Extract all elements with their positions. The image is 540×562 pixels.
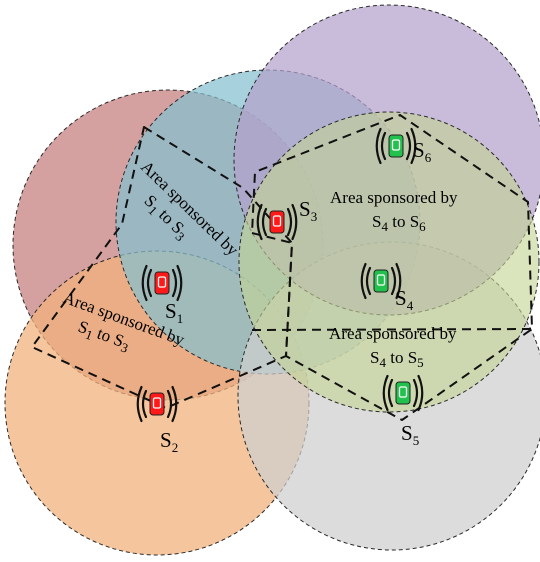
smartphone-wifi-icon (141, 264, 183, 302)
smartphone-wifi-icon (360, 262, 402, 300)
station-label-s3: S3 (299, 197, 317, 224)
station-label-s5: S5 (401, 421, 419, 448)
area-label-s4-s5: Area sponsored by S4 to S5 (329, 324, 461, 370)
sponsored-region-s4-s6 (251, 114, 533, 421)
area-label-s4-s6: Area sponsored by S4 to S6 (330, 188, 462, 234)
station-label-s2: S2 (160, 428, 178, 455)
sponsored-region-s1-s3 (31, 126, 293, 409)
smartphone-wifi-icon (136, 385, 178, 423)
station-label-s1: S1 (165, 299, 183, 326)
station-label-s4: S4 (395, 286, 414, 313)
smartphone-wifi-icon (382, 374, 424, 412)
station-label-s6: S6 (413, 138, 432, 165)
smartphone-wifi-icon (256, 203, 298, 241)
sponsored-boundary-s4-s5 (251, 328, 533, 331)
coverage-circle-s4 (238, 111, 540, 413)
smartphone-wifi-icon (375, 127, 417, 165)
